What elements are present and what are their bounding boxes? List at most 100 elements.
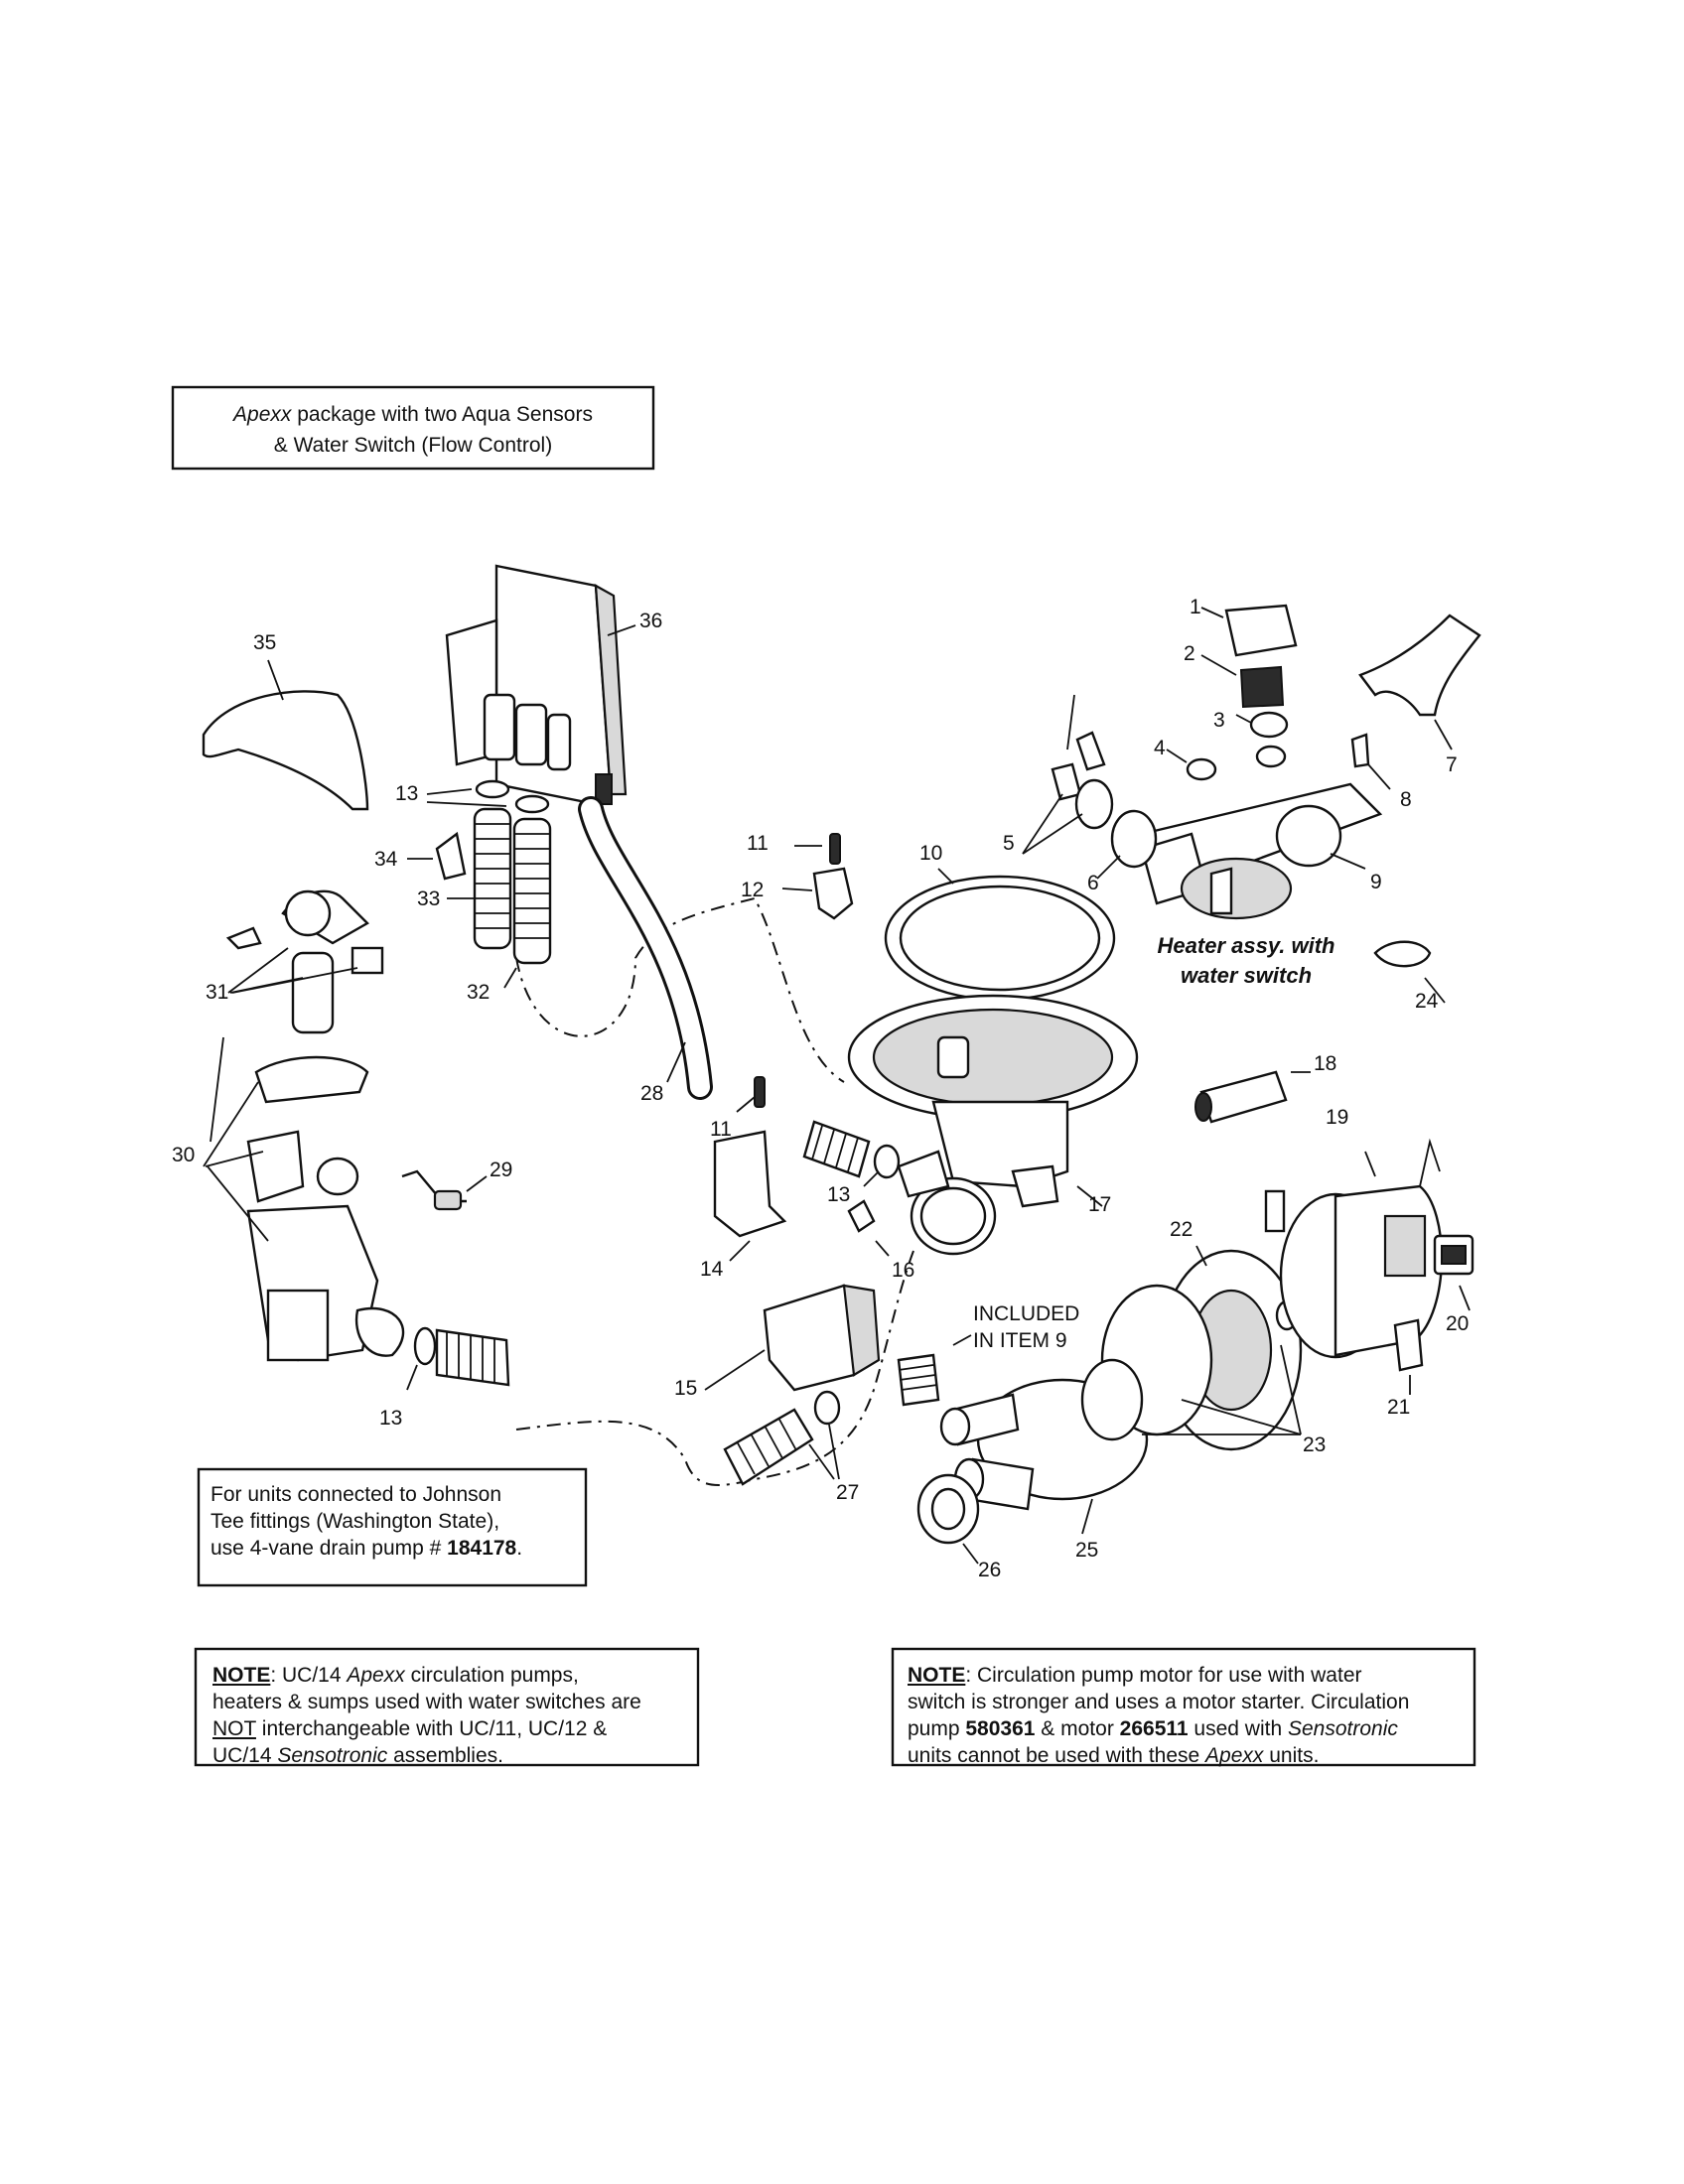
part-13-middle-spring	[802, 1120, 901, 1187]
right-note: NOTE: Circulation pump motor for use wit…	[908, 1662, 1464, 1769]
right-note-motor-number: 266511	[1119, 1717, 1189, 1740]
right-note-l4i: Apexx	[1205, 1744, 1264, 1767]
callout-32: 32	[467, 981, 490, 1004]
callout-16: 16	[892, 1259, 914, 1282]
callout-14: 14	[700, 1258, 724, 1281]
part-16-clip	[847, 1199, 890, 1257]
callout-10: 10	[919, 842, 942, 865]
part-10-gasket	[884, 868, 1116, 1002]
part-31-sensor-assembly	[225, 889, 384, 1034]
johnson-part-number: 184178	[447, 1537, 517, 1560]
part-19-motor	[1264, 1138, 1444, 1359]
johnson-note: For units connected to Johnson Tee fitti…	[210, 1481, 574, 1562]
left-note: NOTE: UC/14 Apexx circulation pumps, hea…	[212, 1662, 685, 1769]
callout-6: 6	[1087, 872, 1099, 894]
part-26-grommet	[916, 1473, 980, 1565]
callout-23: 23	[1303, 1433, 1326, 1456]
right-note-line1: NOTE: Circulation pump motor for use wit…	[908, 1662, 1464, 1689]
part-35-cover	[202, 659, 369, 811]
part-34-clip	[407, 831, 467, 881]
included-line1: INCLUDED	[973, 1302, 1079, 1325]
right-note-l3c: & motor	[1035, 1717, 1120, 1740]
callout-11-top: 11	[747, 832, 769, 855]
callout-4: 4	[1154, 737, 1166, 759]
left-note-line3: NOT interchangeable with UC/11, UC/12 &	[212, 1715, 685, 1742]
johnson-line1: For units connected to Johnson	[210, 1483, 502, 1506]
right-note-pump-number: 580361	[965, 1717, 1036, 1740]
right-note-l3a: pump	[908, 1717, 966, 1740]
part-28-hose	[578, 796, 713, 1100]
right-note-l1: : Circulation pump motor for use with wa…	[965, 1664, 1362, 1687]
included-line2: IN ITEM 9	[973, 1329, 1067, 1352]
callout-28: 28	[640, 1082, 663, 1105]
callout-36: 36	[639, 610, 662, 632]
callout-27: 27	[836, 1481, 859, 1504]
header-line1: package with two Aqua Sensors	[291, 403, 593, 426]
part-22-23-pump-parts	[1080, 1245, 1303, 1451]
heater-caption: Heater assy. with water switch	[1158, 933, 1335, 988]
caption-line1: Heater assy. with	[1158, 933, 1335, 958]
part-36-sensor-block	[445, 564, 636, 806]
right-note-line3: pump 580361 & motor 266511 used with Sen…	[908, 1715, 1464, 1742]
callout-29: 29	[490, 1159, 512, 1181]
callout-12: 12	[741, 879, 764, 901]
callout-19: 19	[1326, 1106, 1348, 1129]
svg-text:Apexx package with two Aqua Se: Apexx package with two Aqua Sensors	[231, 403, 593, 426]
part-20-relay	[1433, 1234, 1474, 1311]
left-note-l1a: : UC/14	[270, 1664, 348, 1687]
left-note-frame	[194, 1647, 700, 1767]
left-note-label: NOTE	[212, 1664, 271, 1687]
callout-5: 5	[1003, 832, 1015, 855]
left-note-l3b: interchangeable with UC/11, UC/12 &	[255, 1717, 608, 1740]
callout-17: 17	[1088, 1193, 1111, 1216]
callout-21: 21	[1387, 1396, 1410, 1419]
callout-31: 31	[206, 981, 228, 1004]
callout-18: 18	[1314, 1052, 1336, 1075]
left-note-l1b: circulation pumps,	[404, 1664, 579, 1687]
part-27-hose	[723, 1390, 841, 1486]
johnson-note-frame	[197, 1467, 588, 1587]
johnson-line3: use 4-vane drain pump # 184178.	[210, 1535, 574, 1562]
right-note-l3d: used with	[1188, 1717, 1288, 1740]
heater-assembly	[1022, 604, 1481, 1004]
callout-2: 2	[1184, 642, 1195, 665]
right-note-label: NOTE	[908, 1664, 966, 1687]
callout-9: 9	[1370, 871, 1382, 893]
left-note-l4a: UC/14	[212, 1744, 278, 1767]
part-21-bracket	[1393, 1318, 1424, 1395]
johnson-line3-pre: use 4-vane drain pump #	[210, 1537, 448, 1560]
part-29-sensor	[401, 1169, 488, 1211]
johnson-line2: Tee fittings (Washington State),	[210, 1510, 500, 1533]
left-note-not: NOT	[212, 1717, 256, 1740]
callout-numbers: 1 2 3 4 5 6 7 8 9 10 11 12 13 14 15 16 1…	[172, 596, 1469, 1581]
callout-20: 20	[1446, 1312, 1469, 1335]
callout-35: 35	[253, 631, 276, 654]
right-note-line2: switch is stronger and uses a motor star…	[908, 1691, 1410, 1713]
caption-line2: water switch	[1181, 963, 1312, 988]
right-note-line4: units cannot be used with these Apexx un…	[908, 1742, 1464, 1769]
part-13-bottom-hose	[406, 1326, 510, 1391]
johnson-line3-post: .	[516, 1537, 523, 1560]
right-note-l3i: Sensotronic	[1287, 1717, 1398, 1740]
part-32-33-springs	[426, 779, 552, 989]
callout-1: 1	[1190, 596, 1201, 618]
part-15-pump	[704, 1284, 881, 1392]
callout-13-middle: 13	[827, 1183, 850, 1206]
left-note-l4i: Sensotronic	[277, 1744, 388, 1767]
callout-34: 34	[374, 848, 398, 871]
callout-15: 15	[674, 1377, 697, 1400]
left-note-l1i: Apexx	[347, 1664, 405, 1687]
callout-24: 24	[1415, 990, 1439, 1013]
right-note-l4a: units cannot be used with these	[908, 1744, 1206, 1767]
callout-33: 33	[417, 887, 440, 910]
part-11-12-screw-bracket	[736, 833, 854, 1113]
callout-11-lower: 11	[710, 1118, 732, 1141]
callout-30: 30	[172, 1144, 195, 1166]
part-18-sensor	[1194, 1070, 1311, 1124]
included-label: INCLUDED IN ITEM 9	[973, 1302, 1079, 1352]
callout-25: 25	[1075, 1539, 1098, 1562]
left-note-line4: UC/14 Sensotronic assemblies.	[212, 1742, 685, 1769]
right-note-frame	[891, 1647, 1476, 1767]
part-14-bracket	[713, 1130, 787, 1262]
left-note-line2: heaters & sumps used with water switches…	[212, 1691, 641, 1713]
